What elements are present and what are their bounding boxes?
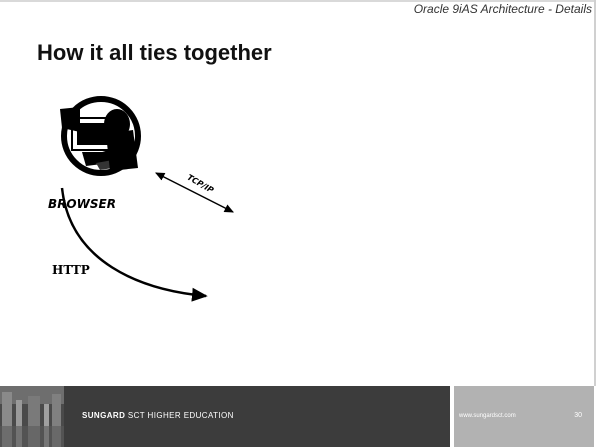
top-rule <box>0 0 596 2</box>
tcpip-arrow <box>155 172 234 213</box>
footer: SUNGARD SCT HIGHER EDUCATION www.sungard… <box>0 386 596 447</box>
footer-brand-panel: SUNGARD SCT HIGHER EDUCATION <box>0 386 450 447</box>
footer-url: www.sungardsct.com <box>459 413 516 419</box>
presentation-title: Oracle 9iAS Architecture - Details <box>413 2 592 16</box>
slide-title: How it all ties together <box>37 40 272 65</box>
brand-text: SUNGARD SCT HIGHER EDUCATION <box>82 411 234 420</box>
http-arrow <box>60 187 208 302</box>
tcpip-label: TCP/IP <box>185 173 215 195</box>
user-at-computer-icon <box>60 96 141 176</box>
footer-info-panel: www.sungardsct.com 30 <box>454 386 594 447</box>
brand-division: SCT HIGHER EDUCATION <box>127 411 234 420</box>
brand-name: SUNGARD <box>82 411 126 420</box>
page-number: 30 <box>574 412 582 419</box>
browser-label: BROWSER <box>48 197 116 211</box>
right-rule <box>594 0 596 386</box>
campus-building-image <box>0 386 64 447</box>
network-diagram: BROWSER TCP/IP HTTP <box>48 96 234 302</box>
http-label: HTTP <box>52 263 90 277</box>
